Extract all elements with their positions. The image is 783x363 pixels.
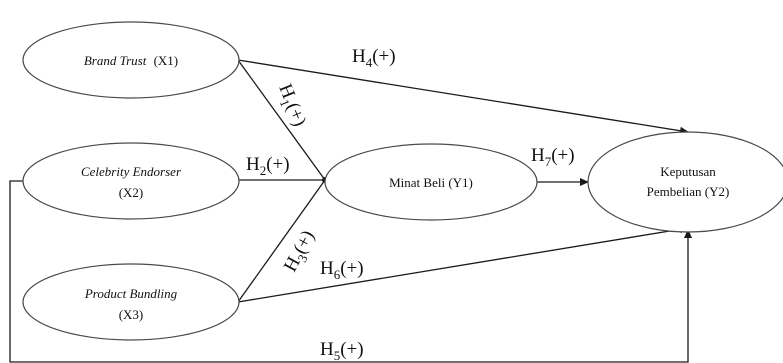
label-h6: H6(+)	[320, 258, 364, 282]
brand-trust-code: (X1)	[154, 53, 179, 68]
label-h7: H7(+)	[531, 145, 575, 169]
node-product-bundling: Product Bundling (X3)	[22, 263, 240, 341]
keputusan-pembelian-line2: Pembelian (Y2)	[647, 184, 730, 199]
node-celebrity-endorser: Celebrity Endorser (X2)	[22, 142, 240, 220]
edge-x1-to-y2	[237, 59, 689, 135]
label-h2: H2(+)	[246, 154, 290, 178]
node-brand-trust: Brand Trust (X1)	[22, 21, 240, 99]
minat-beli-label: Minat Beli (Y1)	[389, 175, 473, 190]
edge-x3-to-y2	[237, 225, 689, 303]
edge-x1-to-junction	[237, 59, 326, 181]
celebrity-endorser-code: (X2)	[119, 185, 144, 200]
edge-x2-to-y2-bracket	[9, 180, 692, 363]
label-h5: H5(+)	[320, 339, 364, 363]
edge-x3-to-junction	[237, 179, 326, 303]
label-h4: H4(+)	[352, 46, 396, 70]
label-h1: H1(+)	[272, 81, 311, 130]
brand-trust-name: Brand Trust	[84, 53, 147, 68]
keputusan-pembelian-line1: Keputusan	[660, 164, 716, 179]
node-keputusan-pembelian: Keputusan Pembelian (Y2)	[587, 131, 783, 233]
celebrity-endorser-name: Celebrity Endorser	[81, 164, 182, 179]
product-bundling-code: (X3)	[119, 307, 144, 322]
node-minat-beli: Minat Beli (Y1)	[324, 143, 538, 221]
svg-text:Brand Trust (X1): Brand Trust (X1)	[84, 53, 178, 68]
product-bundling-name: Product Bundling	[84, 286, 178, 301]
